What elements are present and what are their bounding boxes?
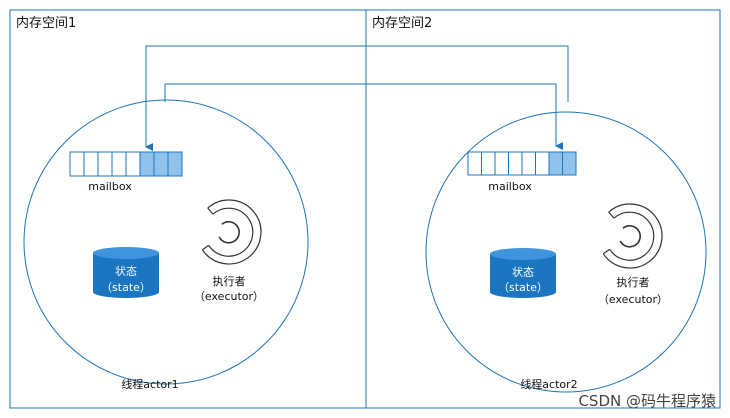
mailbox-slot-empty	[467, 151, 482, 176]
message-arrow-to-actor1	[145, 45, 569, 151]
actor-2-label: 线程actor2	[520, 377, 577, 391]
watermark-text: CSDN @码牛程序猿	[578, 392, 716, 410]
mailbox-slot-filled	[548, 151, 563, 176]
mailbox-slot-filled	[139, 151, 155, 177]
mailbox-slot-empty	[69, 151, 85, 177]
mailbox-2-label: mailbox	[488, 180, 532, 193]
executor-ring-icon	[602, 203, 663, 269]
executor-2-sublabel: （executor）	[598, 293, 668, 306]
state-2-label: 状态	[512, 265, 534, 279]
state-1-sublabel: （state）	[101, 281, 151, 294]
memory-space-1-title: 内存空间1	[16, 15, 76, 31]
mailbox-slot-empty	[97, 151, 113, 177]
memory-space-2-title: 内存空间2	[372, 15, 432, 31]
actor-1-thread-circle	[23, 99, 309, 385]
mailbox-slot-empty	[111, 151, 127, 177]
mailbox-slot-empty	[481, 151, 496, 176]
actor-1-label: 线程actor1	[121, 377, 178, 391]
mailbox-1-label: mailbox	[88, 180, 132, 193]
mailbox-slot-empty	[494, 151, 509, 176]
mailbox-slot-filled	[153, 151, 169, 177]
state-2-sublabel: （state）	[498, 281, 548, 294]
mailbox-actor2	[467, 151, 577, 176]
mailbox-actor1	[69, 151, 183, 177]
mailbox-slot-filled	[562, 151, 577, 176]
mailbox-slot-empty	[125, 151, 141, 177]
state-cylinder-actor1	[93, 247, 159, 298]
executor-2-label: 执行者	[617, 275, 650, 289]
executor-1-sublabel: （executor）	[194, 290, 264, 303]
executor-1-label: 执行者	[213, 274, 246, 288]
mailbox-slot-filled	[167, 151, 183, 177]
mailbox-slot-empty	[508, 151, 523, 176]
state-cylinder-actor2	[490, 248, 556, 298]
memory-frame	[9, 9, 721, 409]
mailbox-slot-empty	[83, 151, 99, 177]
mailbox-slot-empty	[521, 151, 536, 176]
mailbox-slot-empty	[535, 151, 550, 176]
state-1-label: 状态	[115, 264, 137, 278]
executor-ring-icon	[201, 199, 262, 265]
message-arrow-to-actor2	[164, 83, 563, 150]
actor-2-thread-circle	[425, 111, 707, 393]
